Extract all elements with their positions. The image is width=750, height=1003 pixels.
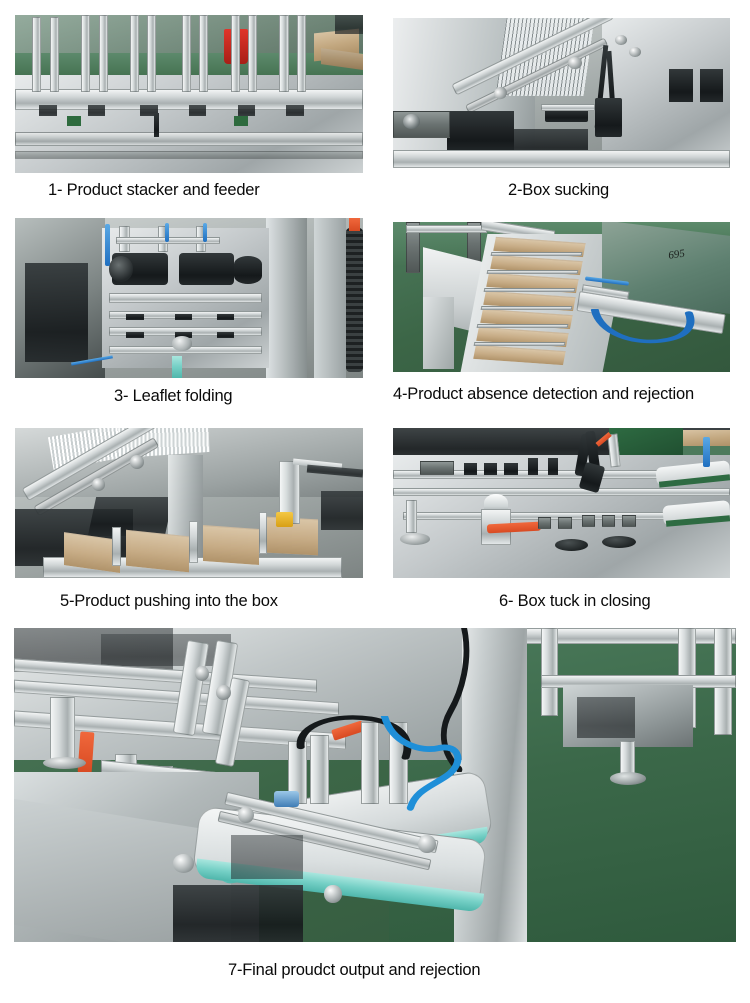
caption-step-4: 4-Product absence detection and rejectio… xyxy=(393,385,694,403)
photo-final-product-output-and-rejection xyxy=(14,628,736,942)
photo-box-tuck-in-closing xyxy=(393,428,730,578)
white-cylinder-icon xyxy=(483,494,508,512)
photo-product-absence-detection-and-rejection: 695 xyxy=(393,222,730,372)
caption-step-6: 6- Box tuck in closing xyxy=(499,592,651,610)
black-hose-icon-2 xyxy=(440,628,470,773)
blue-hose-icon xyxy=(591,309,695,344)
caption-step-5: 5-Product pushing into the box xyxy=(60,592,278,610)
photo-product-stacker-and-feeder xyxy=(15,15,363,173)
caption-step-1: 1- Product stacker and feeder xyxy=(48,181,260,199)
photo-leaflet-folding xyxy=(15,218,363,378)
caption-step-3: 3- Leaflet folding xyxy=(114,387,233,405)
photo-product-pushing-into-the-box xyxy=(15,428,363,578)
photo-box-sucking xyxy=(393,18,730,168)
yellow-clamp-icon xyxy=(276,512,294,527)
caption-step-2: 2-Box sucking xyxy=(508,181,610,199)
caption-step-7: 7-Final proudct output and rejection xyxy=(228,961,481,979)
blue-hose-icon xyxy=(380,715,461,811)
